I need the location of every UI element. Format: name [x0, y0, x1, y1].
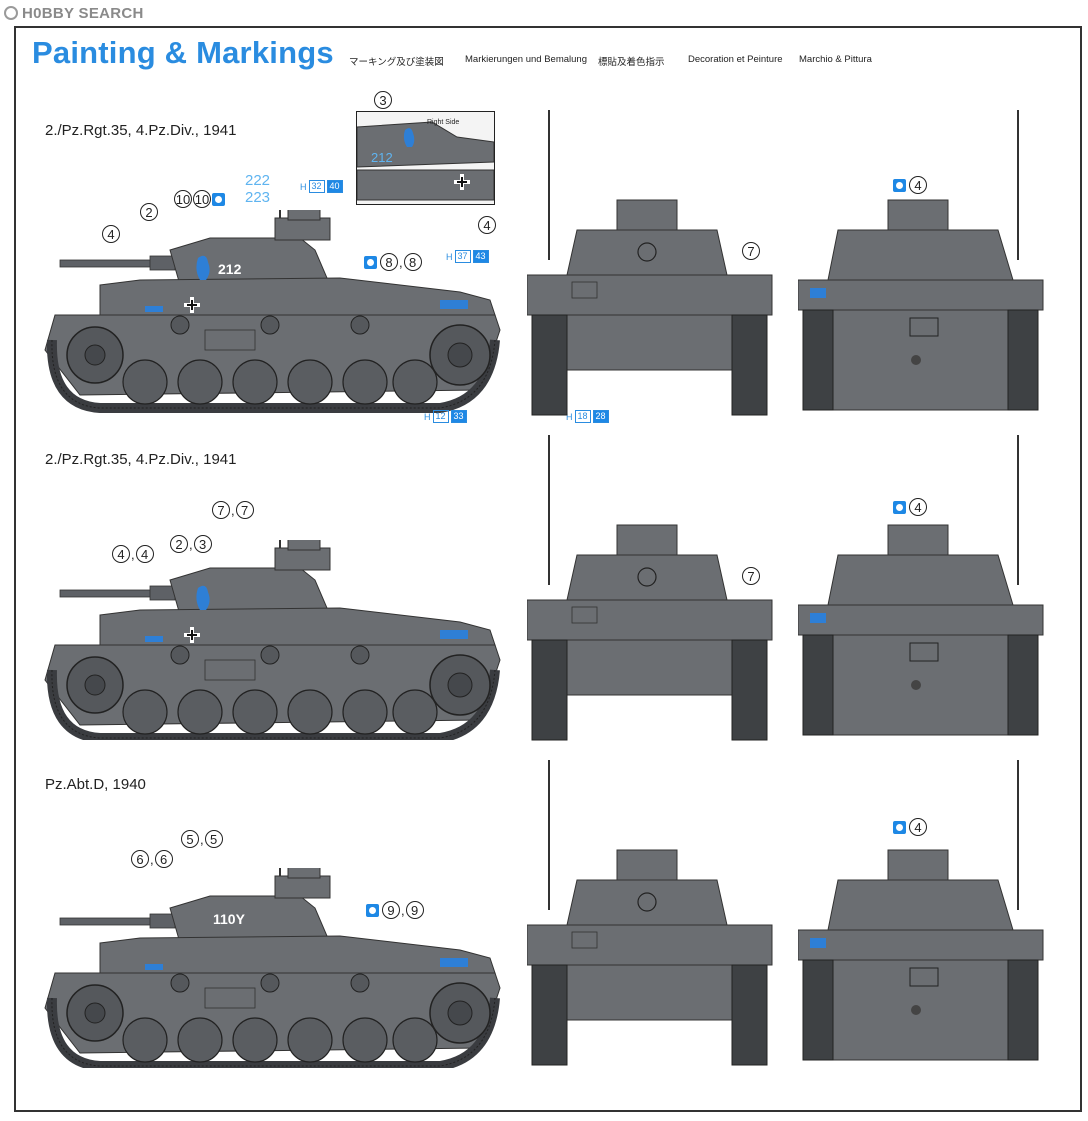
vehicle-1-side-view — [40, 210, 510, 420]
page-frame — [14, 26, 1082, 1112]
decal-icon — [364, 255, 377, 269]
decal-icon — [893, 820, 906, 834]
right-side-inset: Right Side 212 — [356, 111, 495, 205]
callout-2: 2 — [140, 203, 158, 221]
subtitle-chinese: 標貼及着色指示 — [598, 57, 665, 68]
callout-7-front-2: 7 — [742, 567, 760, 585]
vehicle-3-side-view — [40, 868, 510, 1068]
subtitle-french: Decoration et Peinture — [688, 54, 783, 65]
vehicle-3-front-view — [527, 760, 773, 1066]
callout-4-pair-row2: 4,4 — [112, 545, 154, 563]
callout-5-pair: 5,5 — [181, 830, 223, 848]
page-title: Painting & Markings — [32, 35, 334, 70]
vehicle-1-label: 2./Pz.Rgt.35, 4.Pz.Div., 1941 — [45, 122, 237, 139]
vehicle-2-front-view — [527, 435, 773, 741]
subtitle-japanese: マーキング及び塗装図 — [349, 57, 444, 68]
decal-icon — [893, 500, 906, 514]
callout-4: 4 — [102, 225, 120, 243]
vehicle-1-alt-number-a: 222 — [245, 172, 271, 189]
vehicle-1-rear-view — [798, 110, 1044, 411]
inset-caption: Right Side — [427, 119, 460, 126]
callout-2-3-row2: 2,3 — [170, 535, 212, 553]
decal-icon — [893, 178, 906, 192]
callout-6-pair: 6,6 — [131, 850, 173, 868]
subtitle-italian: Marchio & Pittura — [799, 54, 872, 65]
logo-icon — [4, 6, 18, 20]
callout-4-rear-3: 4 — [893, 818, 927, 836]
callout-4-rear-1: 4 — [893, 176, 927, 194]
inset-number: 212 — [371, 150, 393, 165]
decal-icon — [366, 903, 379, 917]
site-logo[interactable]: H0BBY SEARCH — [4, 4, 144, 22]
decal-icon — [212, 192, 225, 206]
vehicle-2-label: 2./Pz.Rgt.35, 4.Pz.Div., 1941 — [45, 451, 237, 468]
vehicle-2-side-view — [40, 540, 510, 740]
vehicle-2-rear-view — [798, 435, 1044, 736]
vehicle-3-rear-view — [798, 760, 1044, 1061]
callout-9-pair: 9,9 — [366, 901, 424, 919]
subtitle-german: Markierungen und Bemalung — [465, 54, 587, 65]
callout-7-front-1: 7 — [742, 242, 760, 260]
callout-8-pair: 8,8 — [364, 253, 422, 271]
inset-drawing — [356, 121, 495, 201]
vehicle-3-turret-code: 110Y — [213, 911, 245, 927]
vehicle-3-label: Pz.Abt.D, 1940 — [45, 776, 146, 793]
vehicle-1-turret-number: 212 — [218, 261, 242, 277]
vehicle-1-alt-number-b: 223 — [245, 189, 271, 206]
callout-4-inset: 4 — [478, 216, 496, 234]
callout-7-pair-row2: 7,7 — [212, 501, 254, 519]
callout-4-rear-2: 4 — [893, 498, 927, 516]
vehicle-1-front-view — [527, 110, 773, 416]
callout-3-inset: 3 — [374, 91, 392, 109]
logo-text: H0BBY SEARCH — [22, 4, 144, 22]
